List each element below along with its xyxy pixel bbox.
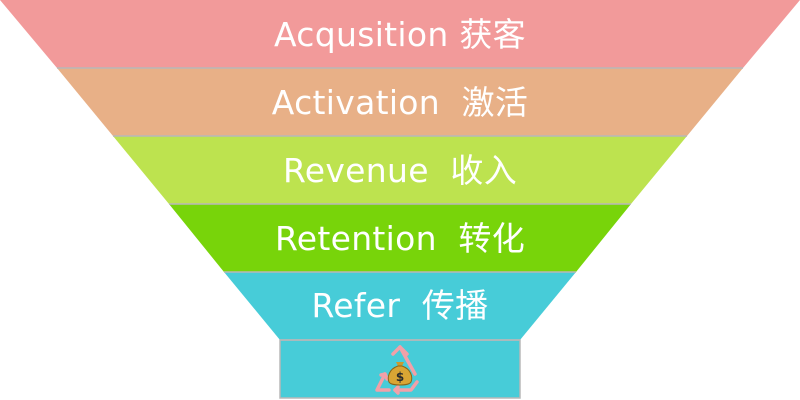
recycle-arrows [375,345,419,395]
svg-text:$: $ [396,370,404,384]
funnel-stage-retention [169,204,631,272]
stage-label-refer: Refer 传播 [311,286,489,325]
funnel-stage-refer [224,272,576,340]
stage-label-activation: Activation 激活 [271,83,529,122]
stage-label-acquisition: Acqusition 获客 [274,15,526,54]
stage-label-retention: Retention 转化 [275,219,525,258]
funnel-stage-activation [57,68,743,136]
money-bag-recycle-icon: $ [375,345,419,395]
base-box-outline [279,339,521,399]
funnel-stage-revenue [113,136,687,204]
money-bag: $ [387,362,413,386]
stage-label-revenue: Revenue 收入 [283,151,517,190]
stage-dividers [57,67,743,399]
funnel-stage-acquisition [0,0,800,68]
